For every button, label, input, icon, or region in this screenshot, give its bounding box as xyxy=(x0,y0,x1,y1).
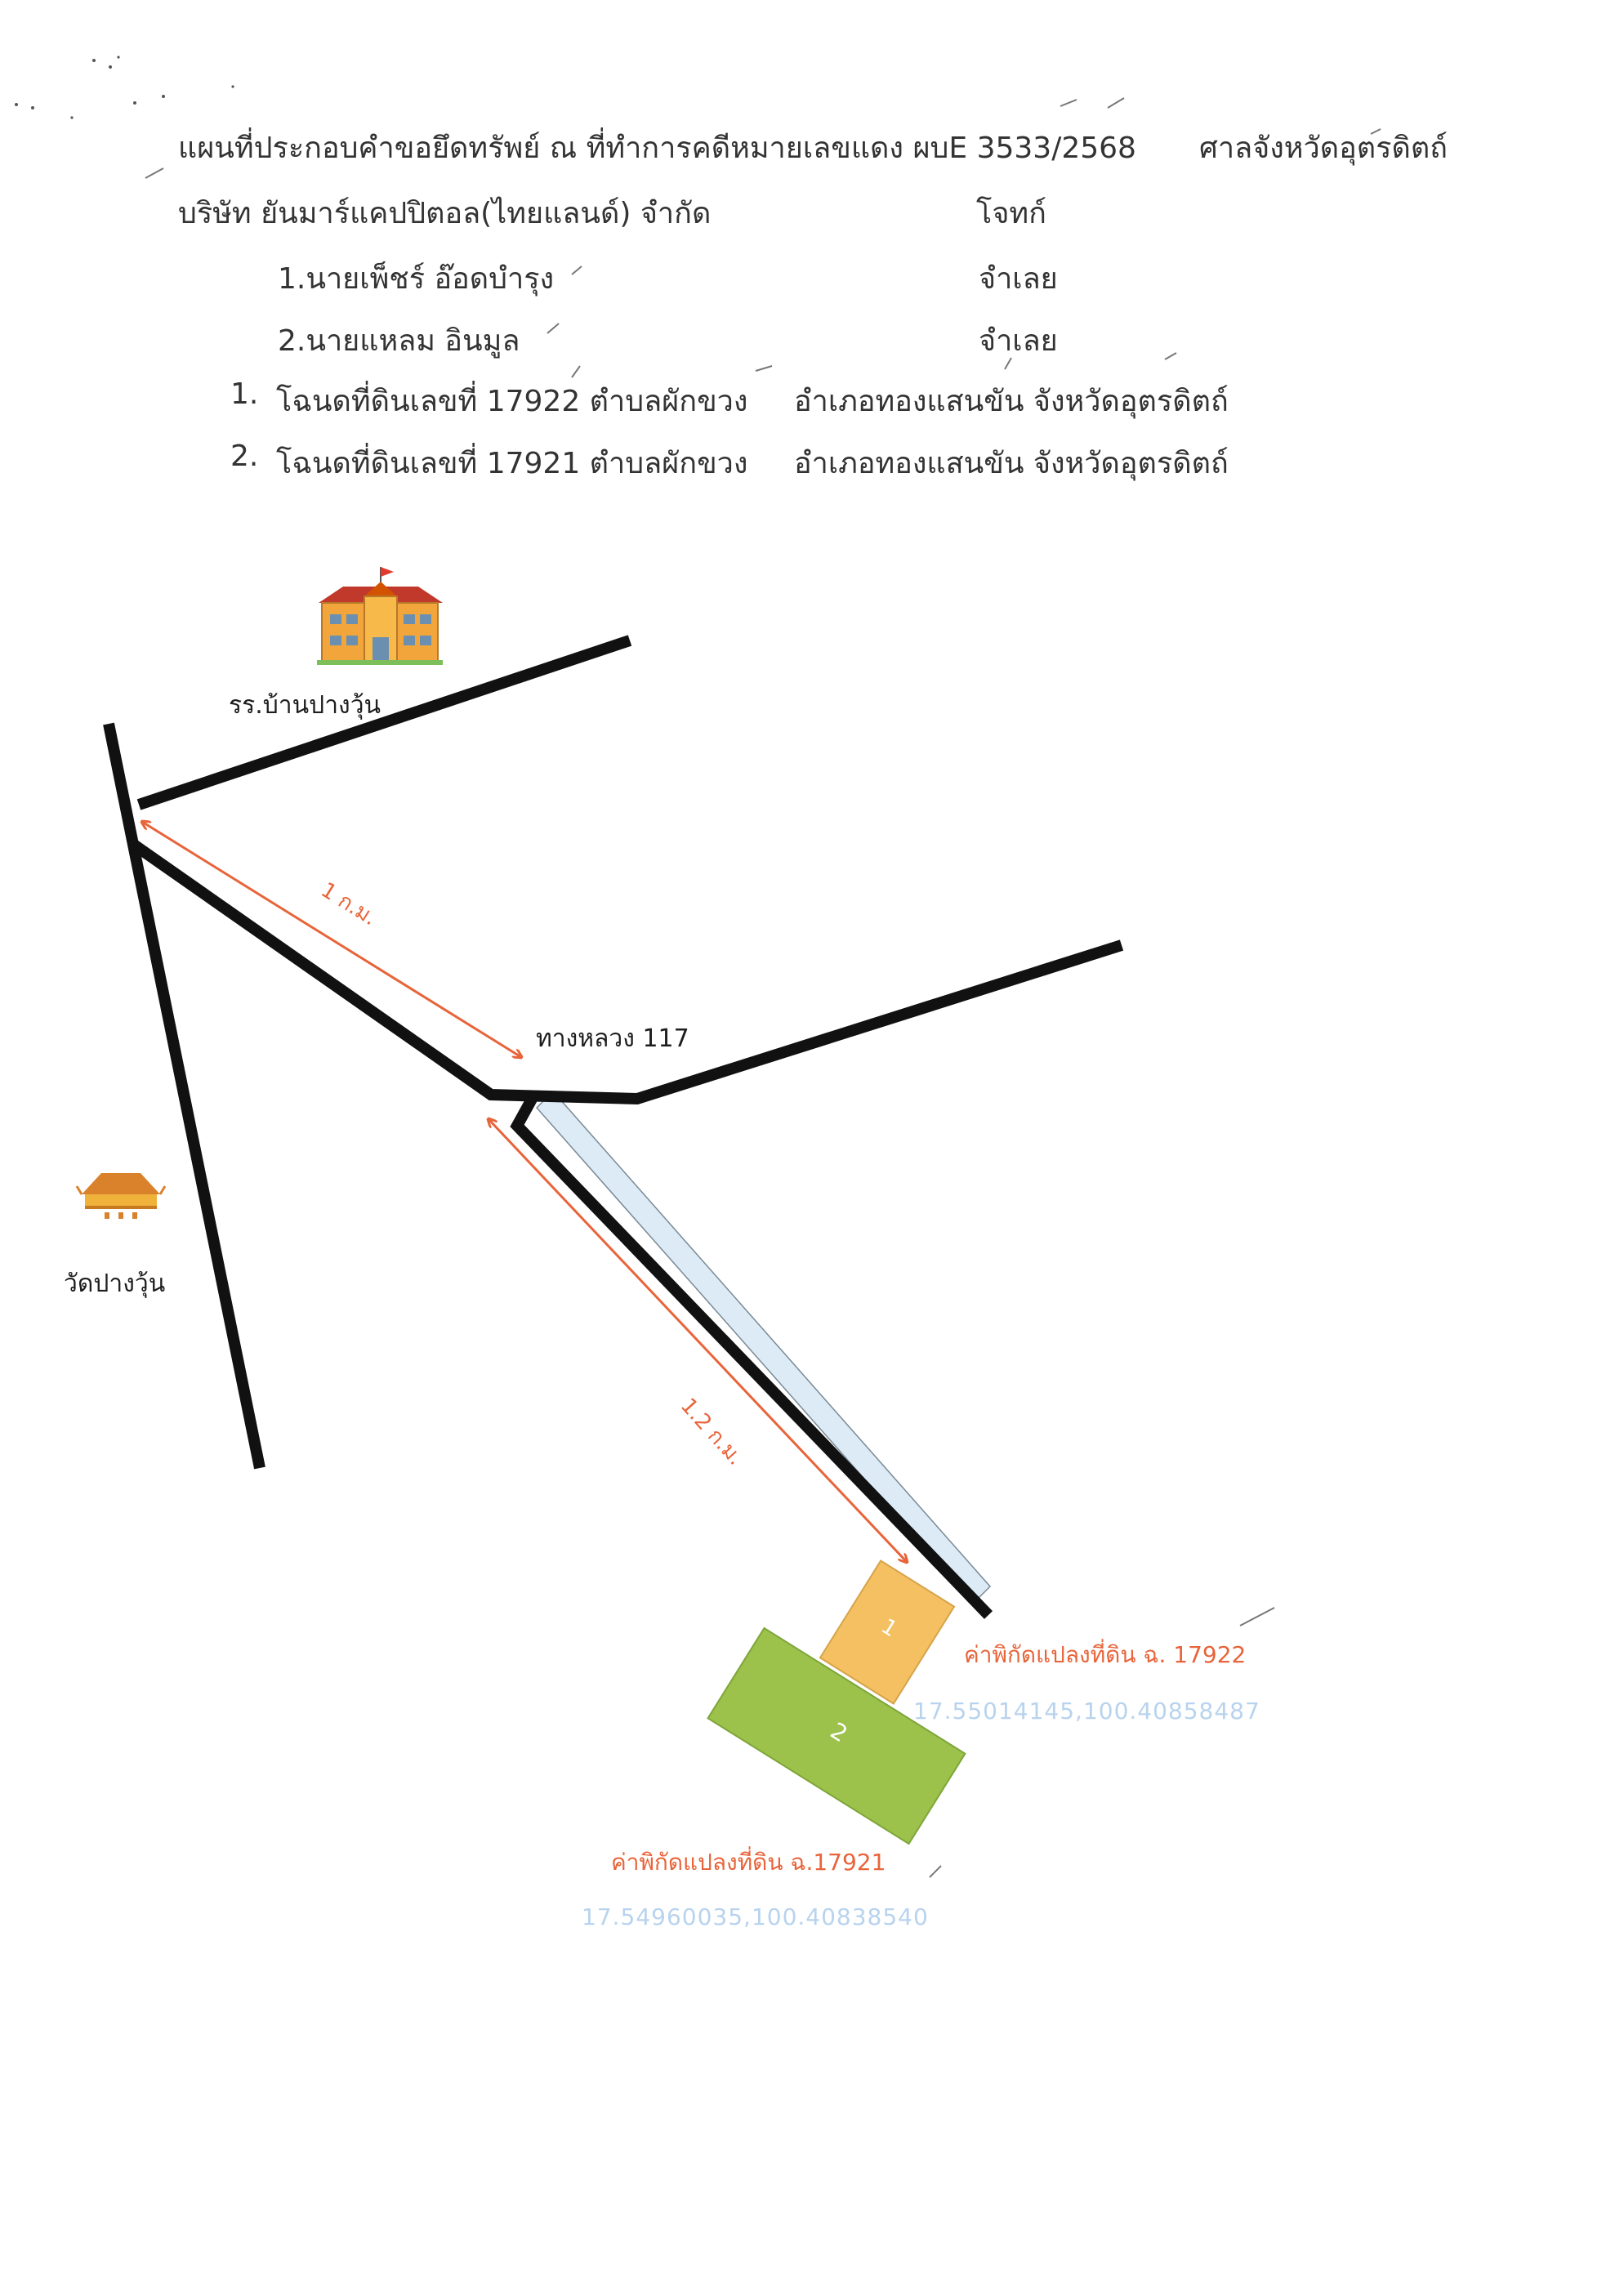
defendant-1-name: 1.นายเพ็ชร์ อ๊อดบำรุง xyxy=(278,262,555,296)
court-name: ศาลจังหวัดอุตรดิตถ์ xyxy=(1199,132,1448,165)
deed-2-text: โฉนดที่ดินเลขที่ 17921 ตำบลผักขวง xyxy=(276,447,748,480)
plot-17922 xyxy=(819,1559,956,1705)
plot-17922-label: ค่าพิกัดแปลงที่ดิน ฉ. 17922 xyxy=(964,1641,1247,1668)
deed-1-district: อำเภอทองแสนขัน จังหวัดอุตรดิตถ์ xyxy=(794,385,1229,418)
plaintiff-role: โจทก์ xyxy=(976,197,1046,230)
distance-arrow-1 xyxy=(142,822,521,1057)
deed-2-district: อำเภอทองแสนขัน จังหวัดอุตรดิตถ์ xyxy=(794,447,1229,480)
check-marks xyxy=(145,97,1381,1878)
plot-17922-coordinates: 17.55014145,100.40858487 xyxy=(913,1698,1260,1725)
road-to-plots xyxy=(510,1091,993,1619)
deed-2-number: 2. xyxy=(230,440,259,473)
plot-17921-label: ค่าพิกัดแปลงที่ดิน ฉ.17921 xyxy=(611,1849,886,1876)
distance-arrow-2 xyxy=(489,1119,907,1562)
defendant-2-name: 2.นายแหลม อินมูล xyxy=(278,324,520,358)
temple-icon xyxy=(75,1173,167,1219)
road-to-school xyxy=(136,635,632,810)
distance-arrows xyxy=(142,822,907,1562)
plot-17921-coordinates: 17.54960035,100.40838540 xyxy=(582,1903,929,1930)
highway-117 xyxy=(130,840,1124,1105)
scan-marks xyxy=(15,56,234,119)
map-title: แผนที่ประกอบคำขอยึดทรัพย์ ณ ที่ทำการคดีห… xyxy=(178,132,1136,165)
deed-1-text: โฉนดที่ดินเลขที่ 17922 ตำบลผักขวง xyxy=(276,385,748,418)
school-label: รร.บ้านปางวุ้น xyxy=(229,691,381,720)
highway-label: ทางหลวง 117 xyxy=(536,1024,689,1053)
road-vertical-main xyxy=(103,722,265,1470)
roads xyxy=(103,635,1124,1619)
defendant-1-role: จำเลย xyxy=(979,262,1058,296)
temple-label: วัดปางวุ้น xyxy=(64,1269,166,1298)
deed-1-number: 1. xyxy=(230,377,259,411)
defendant-2-role: จำเลย xyxy=(979,324,1058,358)
school-icon xyxy=(317,567,443,665)
plot-17921 xyxy=(707,1626,966,1845)
plaintiff-name: บริษัท ยันมาร์แคปปิตอล(ไทยแลนด์) จำกัด xyxy=(178,197,712,230)
side-road xyxy=(535,1090,992,1604)
